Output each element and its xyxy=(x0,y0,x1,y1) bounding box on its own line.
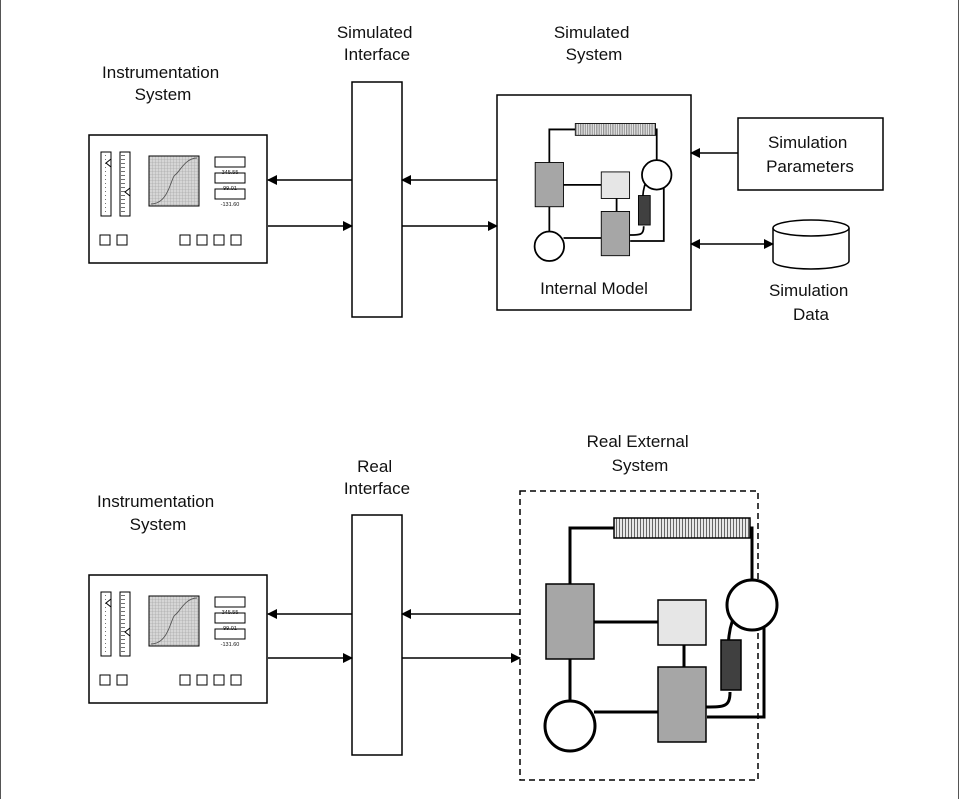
bottom-readout-2: 99.01 xyxy=(223,626,237,632)
top-instrumentation-panel: 345.55 99.01 -131.60 xyxy=(88,134,268,264)
bottom-instrumentation-title: Instrumentation System xyxy=(97,492,219,534)
top-system-title: Simulated System xyxy=(554,23,634,64)
simulated-interface-block xyxy=(351,81,403,318)
simulation-parameters-box xyxy=(737,117,884,191)
simulation-data-cylinder xyxy=(772,219,850,270)
internal-model-label: Internal Model xyxy=(540,279,648,298)
real-diagram: Instrumentation System 345.55 99.01 -131… xyxy=(88,432,779,781)
top-interface-title: Simulated Interface xyxy=(337,23,417,64)
simulation-diagram: Instrumentation System 345.55 99.01 -131… xyxy=(88,23,884,324)
real-interface-block xyxy=(351,514,403,756)
bottom-system-title: Real External System xyxy=(587,432,694,475)
bottom-readout-1: 345.55 xyxy=(222,610,239,616)
top-readout-1: 345.55 xyxy=(222,170,239,176)
bottom-readout-3: -131.60 xyxy=(221,642,240,648)
top-readout-3: -131.60 xyxy=(221,202,240,208)
bottom-instrumentation-panel: 345.55 99.01 -131.60 xyxy=(88,574,268,704)
top-instrumentation-title: Instrumentation System xyxy=(102,63,224,104)
top-readout-2: 99.01 xyxy=(223,186,237,192)
simulation-data-label: Simulation Data xyxy=(769,281,853,324)
bottom-interface-title: Real Interface xyxy=(344,457,410,498)
simulation-parameters-label: Simulation Parameters xyxy=(766,133,854,176)
